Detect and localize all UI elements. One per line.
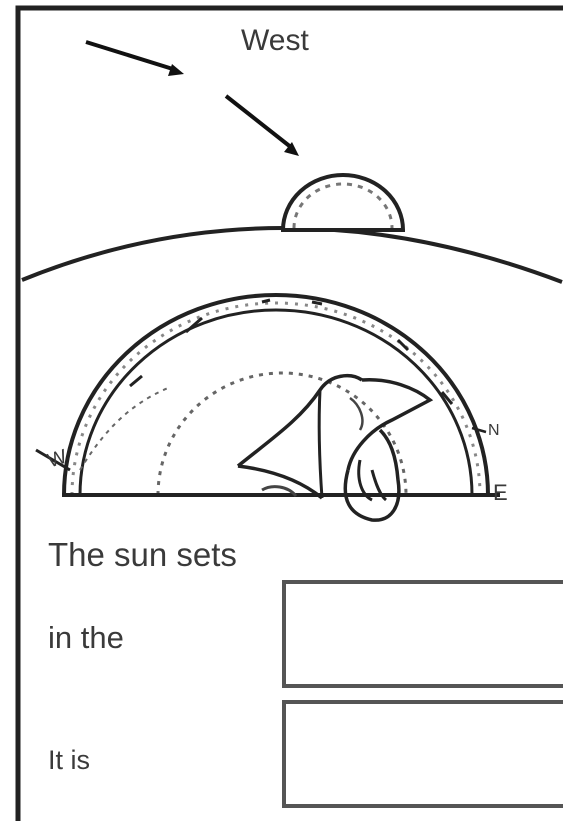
arrow-2-shaft	[226, 96, 292, 148]
horizon-line	[22, 228, 562, 282]
west-label: West	[241, 24, 309, 58]
sundial-dome	[36, 295, 500, 520]
compass-e-label: E	[493, 480, 508, 506]
prompt-it-is: It is	[48, 745, 90, 776]
answer-box-direction[interactable]	[282, 580, 563, 688]
compass-n-label: N	[488, 422, 500, 440]
sun-path-arrows	[86, 42, 299, 156]
prompt-sun-sets: The sun sets	[48, 536, 237, 574]
arrow-1-shaft	[86, 42, 176, 70]
prompt-in-the: in the	[48, 620, 124, 656]
arrow-1-head	[168, 64, 184, 76]
setting-sun	[283, 175, 403, 230]
answer-box-time[interactable]	[282, 700, 563, 808]
